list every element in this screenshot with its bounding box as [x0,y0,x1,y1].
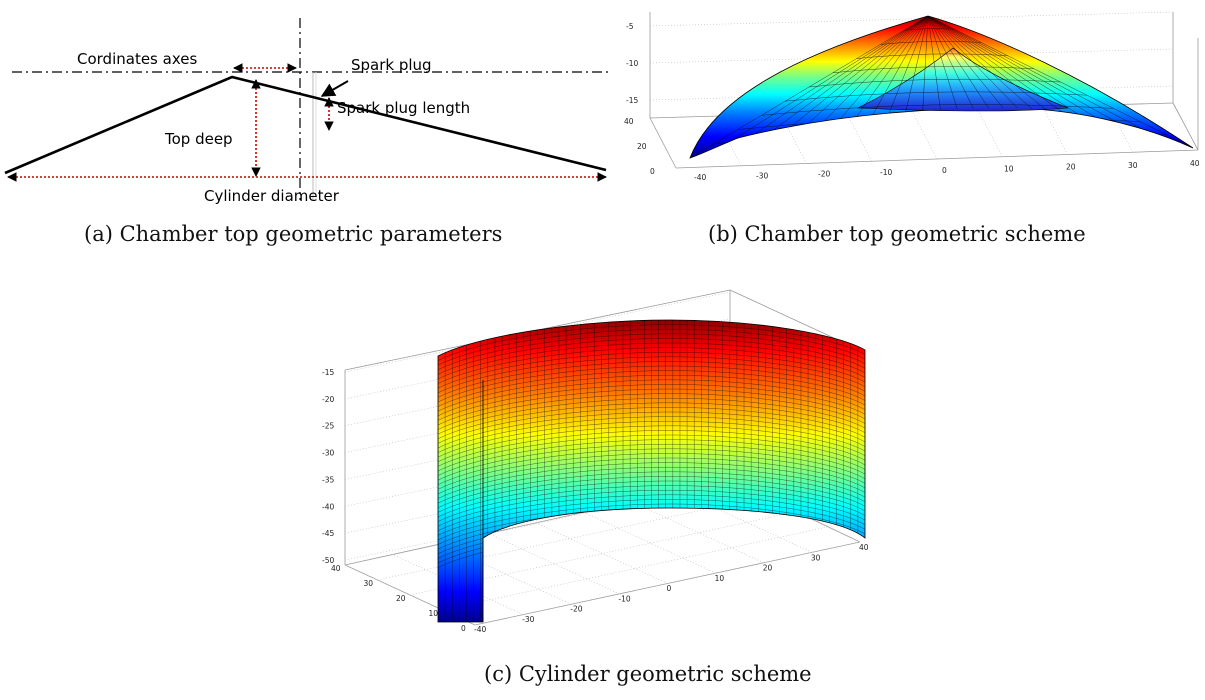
y-tick-label: 20 [396,594,406,603]
x-tick-label: -20 [818,170,830,179]
spark-plug-length-label: Spark plug length [337,99,470,117]
top-deep-label: Top deep [164,130,233,148]
x-tick-label: 40 [1190,159,1200,168]
x-tick-label: 20 [1066,163,1076,172]
spark-plug-pointer-arrow [320,80,349,97]
z-tick-label: -5 [626,22,634,31]
x-tick-label: 30 [1128,161,1138,170]
chamber-top-surface [689,15,1194,159]
chamber-top-parameters-diagram: Cordinates axes Spark plug Spark plug le… [4,18,612,205]
y-tick-label: 0 [650,167,655,176]
caption-panel-b: (b) Chamber top geometric scheme [708,222,1086,246]
chamber-top-3d-plot: -5 -10 -15 40 20 0 -40 -30 -20 -10 0 10 20 30 40 [624,11,1200,182]
caption-panel-a: (a) Chamber top geometric parameters [84,222,503,246]
x-tick-label: -20 [570,605,582,614]
coordinates-axes-label: Cordinates axes [77,50,197,68]
z-tick-label: -40 [322,502,334,511]
caption-panel-c: (c) Cylinder geometric scheme [484,662,812,686]
x-tick-label: 10 [1004,164,1014,173]
z-tick-label: -25 [322,422,334,431]
y-tick-label: 10 [429,609,439,618]
x-tick-label: -40 [474,625,486,634]
x-tick-label: 40 [859,543,869,552]
z-tick-label: -15 [626,96,638,105]
z-tick-label: -35 [322,475,334,484]
x-tick-label: -10 [880,168,892,177]
z-tick-label: -15 [322,368,334,377]
y-tick-label: 40 [624,117,634,126]
x-tick-label: 20 [763,564,773,573]
cylinder-wall-surface [437,319,866,623]
cylinder-3d-plot: -15-20-25-30-35-40-45-50403020100-40-30-… [322,289,869,634]
y-tick-label: 20 [637,142,647,151]
x-tick-label: 0 [667,584,672,593]
y-tick-label: 40 [331,564,341,573]
x-tick-label: -30 [522,615,534,624]
z-tick-label: -45 [322,529,334,538]
spark-plug-label: Spark plug [351,56,432,74]
x-tick-label: 0 [942,166,947,175]
z-tick-label: -20 [322,395,334,404]
x-tick-label: 30 [811,553,821,562]
y-tick-label: 30 [364,579,374,588]
z-tick-label: -10 [626,59,638,68]
y-tick-label: 0 [461,624,466,633]
x-tick-label: -10 [618,594,630,603]
x-tick-label: 10 [715,574,725,583]
x-tick-label: -40 [694,173,706,182]
cylinder-diameter-label: Cylinder diameter [204,187,340,205]
x-tick-label: -30 [756,171,768,180]
z-tick-label: -50 [322,556,334,565]
chamber-top-profile [4,75,607,175]
z-tick-label: -30 [322,449,334,458]
